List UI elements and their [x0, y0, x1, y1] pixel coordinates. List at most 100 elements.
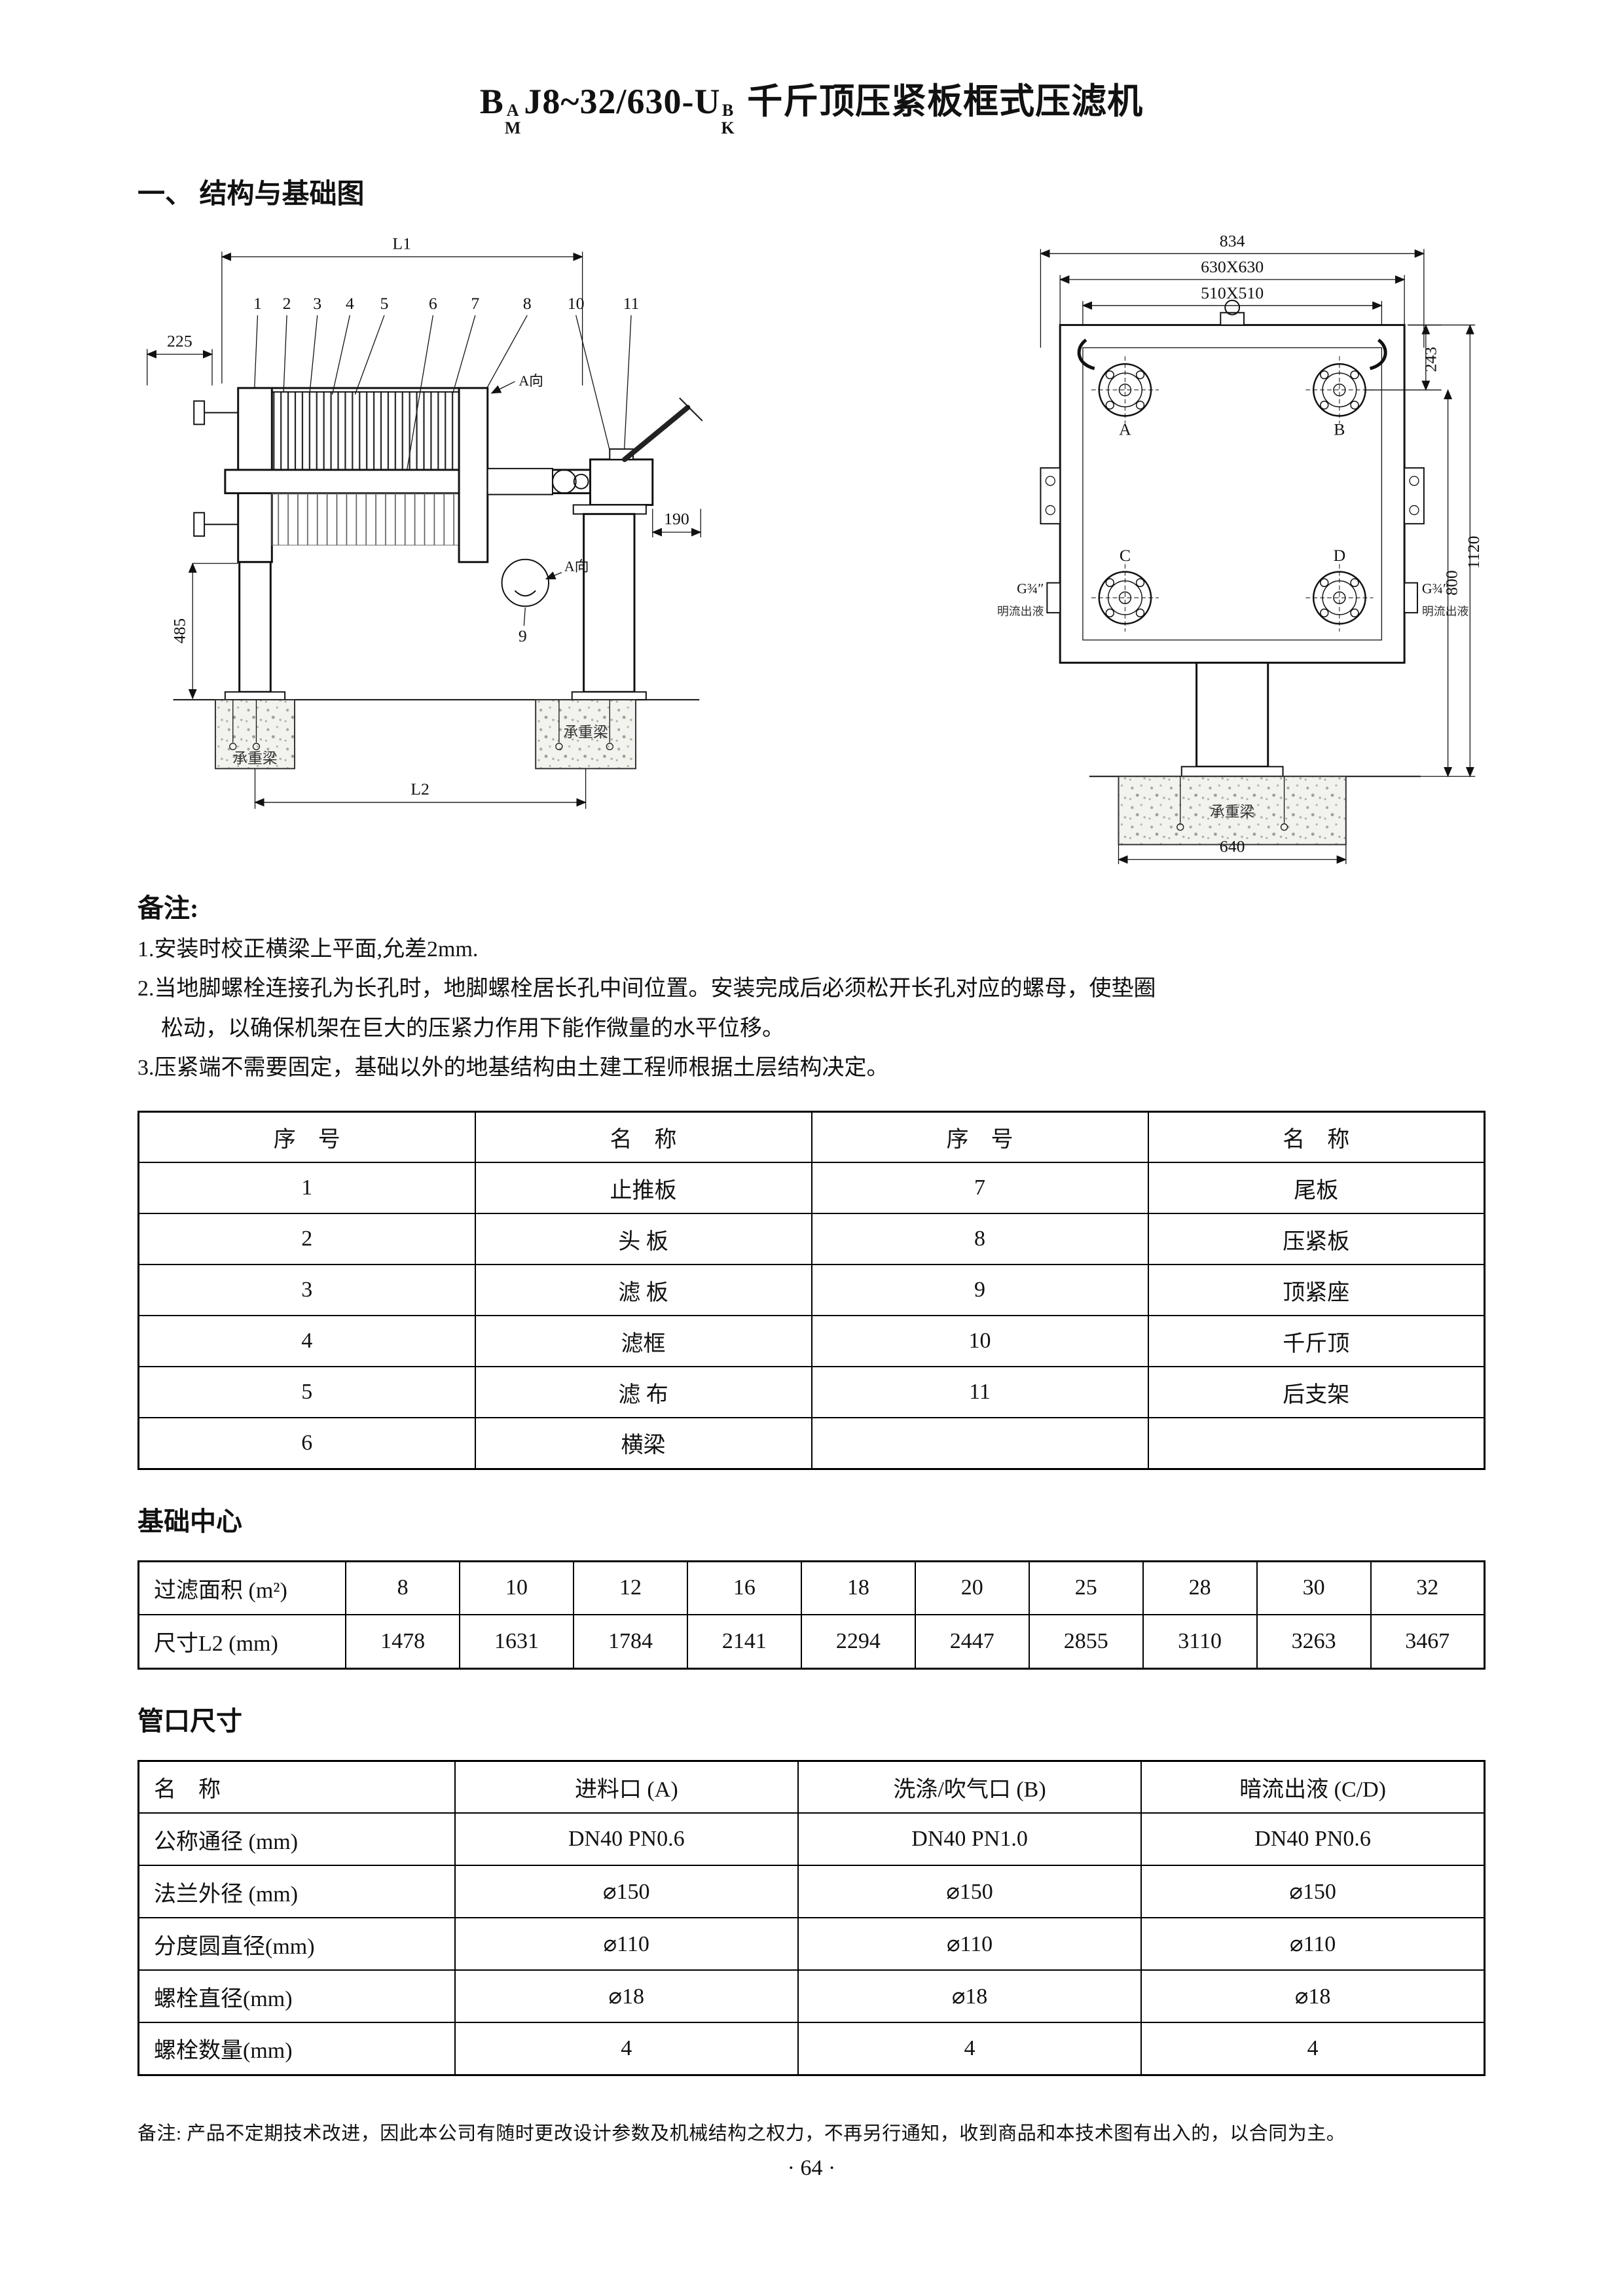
callout-4: 4	[346, 293, 354, 312]
page-number: · 64 ·	[787, 2155, 836, 2180]
cell: ⌀18	[1140, 1969, 1486, 2024]
pipe-col-outflow: 暗流出液 (C/D)	[1140, 1760, 1486, 1814]
table-row: 螺栓数量(mm) 4 4 4	[137, 2022, 1486, 2076]
table-row: 2 头 板 8 压紧板	[137, 1213, 1486, 1266]
dim-834: 834	[1039, 231, 1425, 348]
foundation-heading: 基础中心	[137, 1506, 242, 1536]
table-row: 过滤面积 (m²) 8 10 12 16 18 20 25 28 30 32	[137, 1560, 1486, 1616]
foundation-left	[214, 698, 296, 769]
detail-circle-9	[501, 558, 550, 607]
cell: ⌀18	[797, 1969, 1142, 2024]
title-model-b: B	[479, 82, 504, 121]
cell: 4	[454, 2022, 799, 2076]
cell: 11	[811, 1366, 1149, 1419]
cell: 10	[459, 1560, 574, 1616]
end-plate-drawing	[1040, 299, 1425, 664]
parts-table: 序 号 名 称 序 号 名 称 1 止推板 7 尾板 2 头 板 8 压紧板 3…	[137, 1110, 1486, 1470]
row-label: 法兰外径 (mm)	[137, 1865, 456, 1919]
flange-label-d: D	[1333, 545, 1345, 564]
callout-10: 10	[568, 293, 585, 312]
callout-7: 7	[471, 293, 479, 312]
cell: 7	[811, 1162, 1149, 1215]
note-3: 3.压紧端不需要固定，基础以外的地基结构由土建工程师根据土层结构决定。	[137, 1056, 889, 1081]
title-sup-b: B	[721, 101, 735, 120]
dim-label-190: 190	[664, 509, 689, 528]
cell: 1478	[345, 1614, 461, 1670]
cell: 2141	[686, 1614, 802, 1670]
table-row: 尺寸L2 (mm) 1478 1631 1784 2141 2294 2447 …	[137, 1614, 1486, 1670]
cell: 1	[137, 1162, 476, 1215]
cell: 3	[137, 1264, 476, 1317]
title-model-mid: J8~32/630-U	[524, 82, 721, 121]
title-sub-m: M	[504, 118, 522, 138]
table-row: 分度圆直径(mm) ⌀110 ⌀110 ⌀110	[137, 1917, 1486, 1971]
row-label: 螺栓直径(mm)	[137, 1969, 456, 2024]
cell: DN40 PN0.6	[1140, 1812, 1486, 1867]
callout-numbers: 1 2 3 4 5 6 7 8 10 11	[253, 293, 639, 507]
note-2: 2.当地脚螺栓连接孔为长孔时，地脚螺栓居长孔中间位置。安装完成后必须松开长孔对应…	[137, 977, 1156, 1001]
dim-225: 225	[146, 331, 213, 386]
cell: 4	[1140, 2022, 1486, 2076]
callout-5: 5	[380, 293, 389, 312]
row-label: 公称通径 (mm)	[137, 1812, 456, 1867]
dim-label-243: 243	[1421, 346, 1440, 372]
parts-header-row: 序 号 名 称 序 号 名 称	[137, 1111, 1486, 1164]
callout-2: 2	[283, 293, 291, 312]
cell: 滤框	[474, 1315, 812, 1368]
view-a-label-2: A向	[564, 558, 589, 574]
foundation-table: 过滤面积 (m²) 8 10 12 16 18 20 25 28 30 32 尺…	[137, 1560, 1486, 1670]
cell: DN40 PN0.6	[454, 1812, 799, 1867]
cell: 5	[137, 1366, 476, 1419]
callout-9: 9	[519, 626, 527, 645]
dim-label-630: 630X630	[1201, 257, 1264, 276]
cell: ⌀110	[797, 1917, 1142, 1971]
cell: 压紧板	[1147, 1213, 1486, 1266]
table-row: 5 滤 布 11 后支架	[137, 1366, 1486, 1419]
title-sup-a: A	[506, 101, 520, 120]
cell: ⌀110	[1140, 1917, 1486, 1971]
foundation-block	[1118, 775, 1347, 846]
dim-630x630: 630X630	[1059, 257, 1406, 325]
dim-label-510: 510X510	[1201, 283, 1264, 302]
bearing-beam-label: 承重梁	[1210, 803, 1254, 819]
parts-col-seq-2: 序 号	[811, 1111, 1149, 1164]
footer-disclaimer: 备注: 产品不定期技术改进，因此本公司有随时更改设计参数及机械结构之权力，不再另…	[137, 2123, 1346, 2144]
cell: 10	[811, 1315, 1149, 1368]
flange-d	[1305, 564, 1374, 632]
cell: 2	[137, 1213, 476, 1266]
cell: 9	[811, 1264, 1149, 1317]
callout-1: 1	[253, 293, 262, 312]
dim-510x510: 510X510	[1082, 283, 1383, 348]
view-a-markers: A向 A向 9	[490, 372, 589, 645]
pipe-heading: 管口尺寸	[137, 1706, 242, 1736]
dim-label-800: 800	[1442, 570, 1461, 596]
cell	[811, 1417, 1149, 1470]
cell: 25	[1028, 1560, 1144, 1616]
cell: 3110	[1142, 1614, 1258, 1670]
cell: ⌀110	[454, 1917, 799, 1971]
cell: 3467	[1370, 1614, 1486, 1670]
cell: 顶紧座	[1147, 1264, 1486, 1317]
dim-800: 800	[1442, 389, 1461, 778]
end-plate-outer	[1059, 323, 1406, 664]
cell: 6	[137, 1417, 476, 1470]
dim-label-1120: 1120	[1464, 535, 1483, 569]
callout-8: 8	[523, 293, 532, 312]
pipe-table: 名 称 进料口 (A) 洗涤/吹气口 (B) 暗流出液 (C/D) 公称通径 (…	[137, 1759, 1486, 2076]
flange-c	[1091, 564, 1159, 632]
dim-label-225: 225	[167, 331, 192, 350]
flange-a	[1091, 355, 1159, 424]
table-row: 6 横梁	[137, 1417, 1486, 1470]
dim-640: 640	[1118, 836, 1347, 864]
outflow-label-left: 明流出液	[997, 605, 1044, 618]
notes-heading: 备注:	[137, 893, 199, 923]
dim-485: 485	[170, 562, 238, 700]
diagram-row: L1 225 1 2 3 4 5 6 7 8 10 11	[128, 215, 1486, 870]
cell: 30	[1256, 1560, 1372, 1616]
dim-1120: 1120	[1407, 323, 1483, 778]
cell: 18	[800, 1560, 916, 1616]
structure-end-view-diagram: 834 630X630 510X510	[997, 231, 1483, 864]
pipe-col-wash: 洗涤/吹气口 (B)	[797, 1760, 1142, 1814]
